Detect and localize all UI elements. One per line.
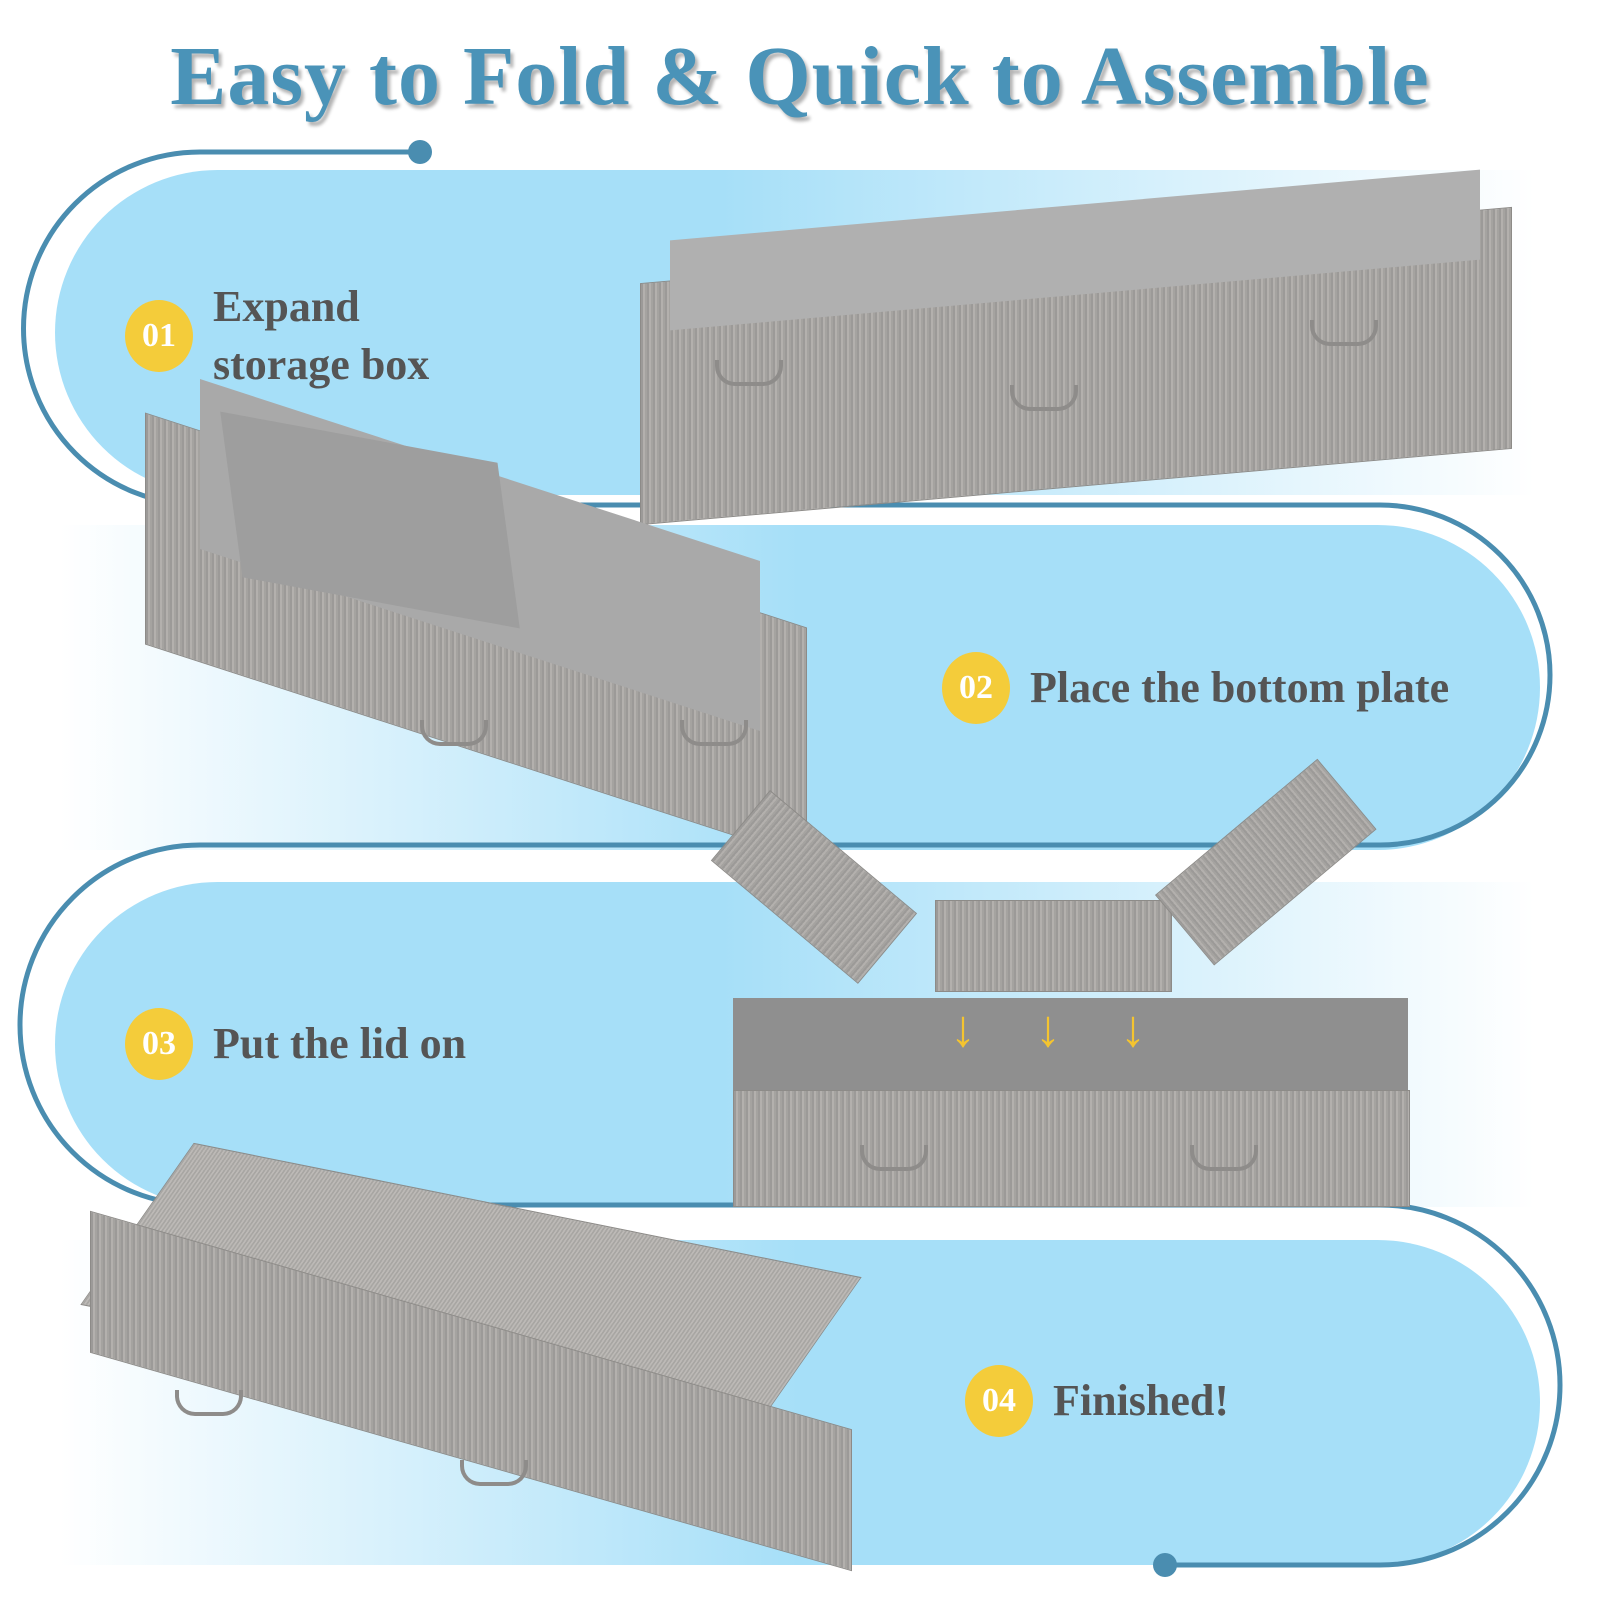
step-number-badge: 04 (965, 1365, 1033, 1437)
step-2: 02 Place the bottom plate (942, 652, 1449, 724)
page-title: Easy to Fold & Quick to Assemble (170, 30, 1430, 123)
end-dot-icon (1153, 1553, 1177, 1577)
step-4: 04 Finished! (965, 1365, 1229, 1437)
down-arrow-icon: ↓ (1035, 1001, 1061, 1058)
step-number-badge: 02 (942, 652, 1010, 724)
start-dot-icon (408, 140, 432, 164)
step-number-badge: 03 (125, 1008, 193, 1080)
down-arrow-icon: ↓ (1120, 1001, 1146, 1058)
step-label: storage box (213, 340, 430, 389)
down-arrow-icon: ↓ (950, 1001, 976, 1058)
step-label: Expand (213, 282, 360, 331)
step-label: Put the lid on (213, 1019, 467, 1068)
step-number-badge: 01 (125, 300, 193, 372)
step-3: 03 Put the lid on (125, 1008, 466, 1080)
step-label: Place the bottom plate (1030, 663, 1450, 712)
step-label: Finished! (1053, 1376, 1230, 1425)
step-1: 01 Expand storage box (125, 278, 429, 394)
